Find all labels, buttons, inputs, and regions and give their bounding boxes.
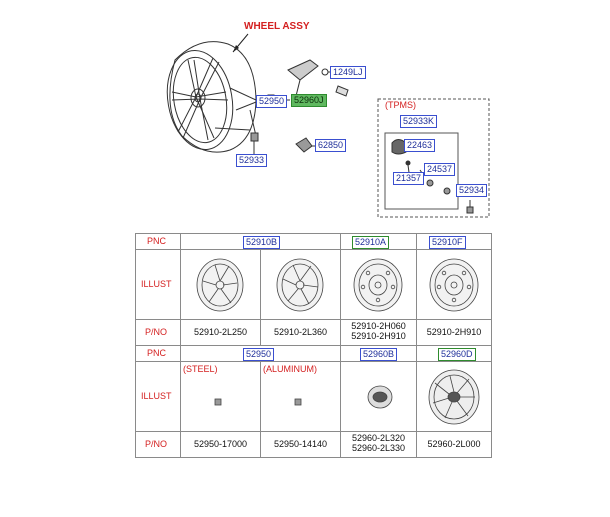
pno-52950-17000: 52950-17000 <box>193 439 248 449</box>
pnc-52910b: 52910B <box>243 236 281 249</box>
callout-52950: 52950 <box>256 95 288 108</box>
callout-1249lj: 1249LJ <box>330 66 366 79</box>
parts-illustrations-row2 <box>214 369 480 425</box>
wheel-title: WHEEL ASSY <box>244 21 310 32</box>
wheel-assembly-drawing <box>166 33 490 218</box>
pno-52960-2l000: 52960-2L000 <box>427 439 481 449</box>
pno-52910-2h910-b: 52910-2H910 <box>426 327 482 337</box>
row1-illust-label: ILLUST <box>141 279 172 289</box>
pno-52910-2l250: 52910-2L250 <box>193 327 248 337</box>
pno-52960-2l330: 52960-2L330 <box>351 443 406 453</box>
callout-62850: 62850 <box>315 139 347 152</box>
pno-52910-2h060: 52910-2H060 <box>351 321 406 331</box>
tpms-label: (TPMS) <box>385 100 416 110</box>
pno-52960-2l320: 52960-2L320 <box>351 433 406 443</box>
callout-52933: 52933 <box>236 154 268 167</box>
row2-pnc-label: PNC <box>147 348 167 358</box>
parts-table: PNC ILLUST P/NO 52910B 52910A 52910F <box>135 233 492 458</box>
callout-24537: 24537 <box>424 163 456 176</box>
wheel-illustrations-row1 <box>196 258 479 312</box>
pnc-52910f: 52910F <box>429 236 466 249</box>
row2-pno-label: P/NO <box>145 439 168 449</box>
callout-21357: 21357 <box>393 172 425 185</box>
row1-pno-label: P/NO <box>145 327 168 337</box>
pno-52910-2l360: 52910-2L360 <box>273 327 328 337</box>
row2-illust-label: ILLUST <box>141 391 172 401</box>
callout-22463: 22463 <box>404 139 436 152</box>
row1-pnc-label: PNC <box>147 236 167 246</box>
steel-label: (STEEL) <box>183 364 218 374</box>
pnc-52960b: 52960B <box>360 348 398 361</box>
pno-52910-2h910-a: 52910-2H910 <box>351 331 406 341</box>
callout-52960j: 52960J <box>291 94 327 107</box>
pno-52950-14140: 52950-14140 <box>273 439 328 449</box>
pnc-52910a: 52910A <box>352 236 390 249</box>
pnc-52960d: 52960D <box>438 348 476 361</box>
callout-52934: 52934 <box>456 184 488 197</box>
callout-52933k: 52933K <box>400 115 438 128</box>
pnc-52950: 52950 <box>243 348 275 361</box>
aluminum-label: (ALUMINUM) <box>263 364 317 374</box>
